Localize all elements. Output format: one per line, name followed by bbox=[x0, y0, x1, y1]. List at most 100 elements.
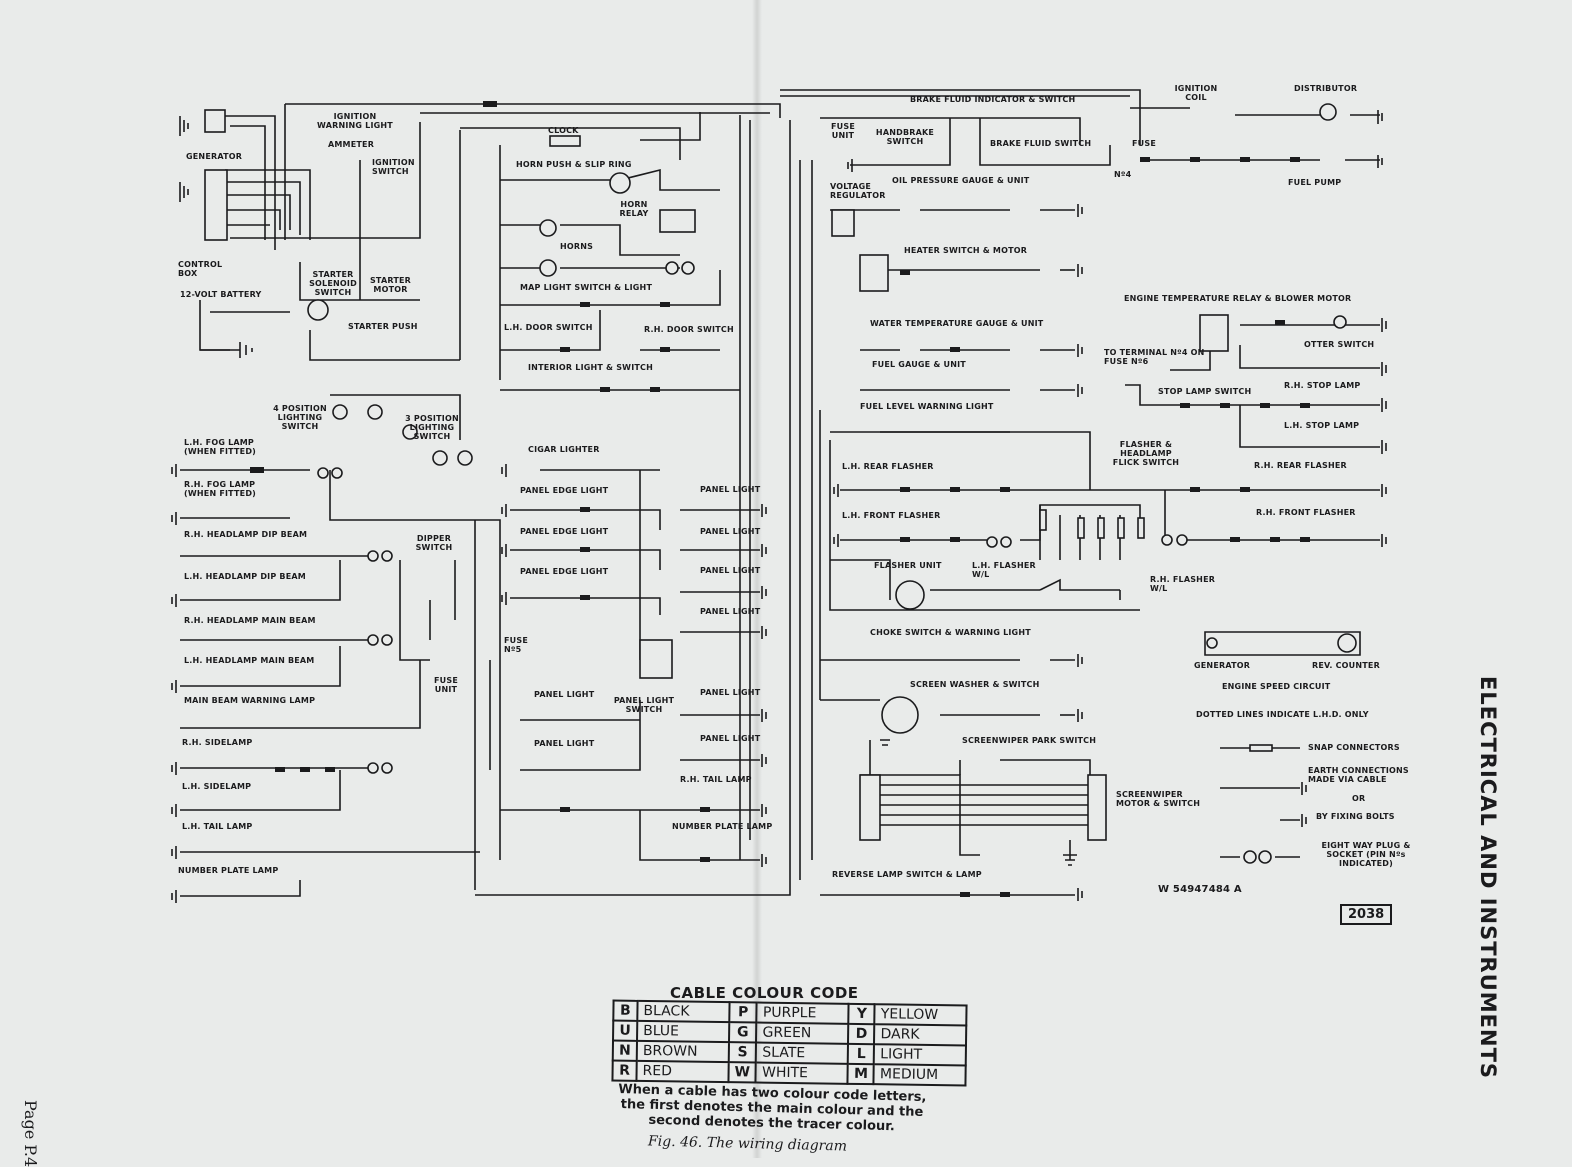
label-fuse-4: Nº4 bbox=[1114, 170, 1132, 179]
page-fold bbox=[752, 0, 762, 1158]
colour-code-letter: W bbox=[728, 1062, 757, 1083]
label-screen-washer: SCREEN WASHER & SWITCH bbox=[910, 680, 1040, 689]
label-4-position-switch: 4 POSITION LIGHTING SWITCH bbox=[273, 404, 327, 431]
label-lh-rear-flasher: L.H. REAR FLASHER bbox=[842, 462, 934, 471]
label-lh-flasher-wl: L.H. FLASHER W/L bbox=[972, 561, 1036, 579]
colour-code-name: BLACK bbox=[637, 1000, 730, 1023]
colour-code-letter: B bbox=[613, 1000, 638, 1021]
label-fuse: FUSE bbox=[1132, 139, 1156, 148]
label-ignition-switch: IGNITION SWITCH bbox=[372, 158, 415, 176]
label-rh-rear-flasher: R.H. REAR FLASHER bbox=[1254, 461, 1347, 470]
colour-code-name: RED bbox=[636, 1060, 729, 1083]
label-horn-push: HORN PUSH & SLIP RING bbox=[516, 160, 632, 169]
label-starter-push: STARTER PUSH bbox=[348, 322, 418, 331]
label-ignition-warning-light: IGNITION WARNING LIGHT bbox=[317, 112, 393, 130]
label-otter-switch: OTTER SWITCH bbox=[1304, 340, 1375, 349]
colour-code-letter: S bbox=[728, 1042, 757, 1063]
label-panel-light-2: PANEL LIGHT bbox=[700, 527, 761, 536]
label-lh-front-flasher: L.H. FRONT FLASHER bbox=[842, 511, 941, 520]
colour-code-name: BROWN bbox=[636, 1040, 730, 1063]
label-lh-tail-lamp: L.H. TAIL LAMP bbox=[182, 822, 253, 831]
label-brake-fluid-switch: BRAKE FLUID SWITCH bbox=[990, 139, 1092, 148]
colour-code-name: BLUE bbox=[637, 1020, 730, 1043]
colour-code-name: PURPLE bbox=[756, 1002, 850, 1024]
label-voltage-regulator: VOLTAGE REGULATOR bbox=[830, 182, 886, 200]
colour-code-name: YELLOW bbox=[874, 1004, 967, 1026]
label-fuse-unit-top: FUSE UNIT bbox=[831, 122, 855, 140]
label-water-temp: WATER TEMPERATURE GAUGE & UNIT bbox=[870, 319, 1044, 328]
label-engine-speed: ENGINE SPEED CIRCUIT bbox=[1222, 682, 1331, 691]
label-cigar-lighter: CIGAR LIGHTER bbox=[528, 445, 600, 454]
label-generator: GENERATOR bbox=[186, 152, 243, 161]
label-control-box: CONTROL BOX bbox=[178, 260, 223, 278]
label-panel-light-7: PANEL LIGHT bbox=[534, 739, 595, 748]
label-fuse-5: FUSE Nº5 bbox=[504, 636, 528, 654]
label-wiper-park: SCREENWIPER PARK SWITCH bbox=[962, 736, 1097, 745]
label-earth-connections: EARTH CONNECTIONS MADE VIA CABLE bbox=[1308, 766, 1409, 784]
label-handbrake-switch: HANDBRAKE SWITCH bbox=[875, 128, 935, 146]
label-fixing-bolts: BY FIXING BOLTS bbox=[1316, 812, 1395, 821]
colour-code-letter: M bbox=[847, 1063, 875, 1085]
label-rh-stop-lamp: R.H. STOP LAMP bbox=[1284, 381, 1361, 390]
label-starter-solenoid: STARTER SOLENOID SWITCH bbox=[309, 270, 357, 297]
label-lh-dip-beam: L.H. HEADLAMP DIP BEAM bbox=[184, 572, 306, 581]
label-choke-switch: CHOKE SWITCH & WARNING LIGHT bbox=[870, 628, 1031, 637]
label-or: OR bbox=[1352, 794, 1366, 803]
colour-code-name: LIGHT bbox=[874, 1044, 967, 1066]
colour-code-name: DARK bbox=[874, 1024, 967, 1046]
label-rh-fog-lamp: R.H. FOG LAMP (WHEN FITTED) bbox=[184, 480, 257, 498]
label-generator-2: GENERATOR bbox=[1194, 661, 1251, 670]
label-panel-edge-3: PANEL EDGE LIGHT bbox=[520, 567, 609, 576]
label-fuel-pump: FUEL PUMP bbox=[1288, 178, 1342, 187]
label-number-plate-left: NUMBER PLATE LAMP bbox=[178, 866, 279, 875]
colour-code-name: GREEN bbox=[756, 1022, 849, 1044]
colour-code-name: WHITE bbox=[755, 1062, 849, 1084]
colour-code-letter: G bbox=[729, 1022, 757, 1043]
label-lh-main-beam: L.H. HEADLAMP MAIN BEAM bbox=[184, 656, 315, 665]
label-horns: HORNS bbox=[560, 242, 594, 251]
label-wiper-motor: SCREENWIPER MOTOR & SWITCH bbox=[1116, 790, 1201, 808]
label-3-position-switch: 3 POSITION LIGHTING SWITCH bbox=[405, 414, 459, 441]
colour-code-letter: D bbox=[848, 1023, 875, 1045]
label-rh-dip-beam: R.H. HEADLAMP DIP BEAM bbox=[184, 530, 308, 539]
label-panel-light-4: PANEL LIGHT bbox=[700, 607, 761, 616]
colour-code-letter: N bbox=[612, 1040, 638, 1061]
label-fuse-unit-left: FUSE UNIT bbox=[434, 676, 458, 694]
colour-code-name: MEDIUM bbox=[873, 1064, 967, 1086]
label-flasher-flick-switch: FLASHER & HEADLAMP FLICK SWITCH bbox=[1112, 440, 1180, 467]
label-rh-tail-lamp: R.H. TAIL LAMP bbox=[680, 775, 752, 784]
colour-code-name: SLATE bbox=[756, 1042, 849, 1064]
label-heater: HEATER SWITCH & MOTOR bbox=[904, 246, 1028, 255]
label-interior-light: INTERIOR LIGHT & SWITCH bbox=[528, 363, 654, 372]
label-rh-front-flasher: R.H. FRONT FLASHER bbox=[1256, 508, 1356, 517]
side-title: ELECTRICAL AND INSTRUMENTS bbox=[1476, 676, 1500, 1080]
label-panel-light-switch: PANEL LIGHT SWITCH bbox=[613, 696, 675, 714]
label-main-beam-warning: MAIN BEAM WARNING LAMP bbox=[184, 696, 316, 705]
page-number: Page P.4 bbox=[21, 1100, 40, 1167]
label-clock: CLOCK bbox=[548, 126, 579, 135]
label-battery: 12-VOLT BATTERY bbox=[180, 290, 262, 299]
label-ammeter: AMMETER bbox=[328, 140, 375, 149]
label-panel-light-8: PANEL LIGHT bbox=[700, 734, 761, 743]
label-brake-fluid-indicator: BRAKE FLUID INDICATOR & SWITCH bbox=[910, 95, 1076, 104]
label-number-plate-right: NUMBER PLATE LAMP bbox=[672, 822, 773, 831]
label-fuel-level-warning: FUEL LEVEL WARNING LIGHT bbox=[860, 402, 994, 411]
colour-code-letter: U bbox=[613, 1020, 638, 1041]
label-lh-fog-lamp: L.H. FOG LAMP (WHEN FITTED) bbox=[184, 438, 257, 456]
label-to-terminal: TO TERMINAL Nº4 ON FUSE Nº6 bbox=[1104, 348, 1205, 366]
label-eight-way-plug: EIGHT WAY PLUG & SOCKET (PIN Nºs INDICAT… bbox=[1321, 841, 1411, 868]
label-lh-door: L.H. DOOR SWITCH bbox=[504, 323, 593, 332]
label-rh-sidelamp: R.H. SIDELAMP bbox=[182, 738, 253, 747]
label-dipper-switch: DIPPER SWITCH bbox=[415, 534, 453, 552]
label-ignition-coil: IGNITION COIL bbox=[1174, 84, 1218, 102]
label-map-light: MAP LIGHT SWITCH & LIGHT bbox=[520, 283, 653, 292]
label-stop-lamp-switch: STOP LAMP SWITCH bbox=[1158, 387, 1252, 396]
label-panel-light-1: PANEL LIGHT bbox=[700, 485, 761, 494]
colour-code-note: When a cable has two colour code letters… bbox=[618, 1081, 927, 1135]
label-flasher-unit: FLASHER UNIT bbox=[874, 561, 942, 570]
label-panel-edge-2: PANEL EDGE LIGHT bbox=[520, 527, 609, 536]
